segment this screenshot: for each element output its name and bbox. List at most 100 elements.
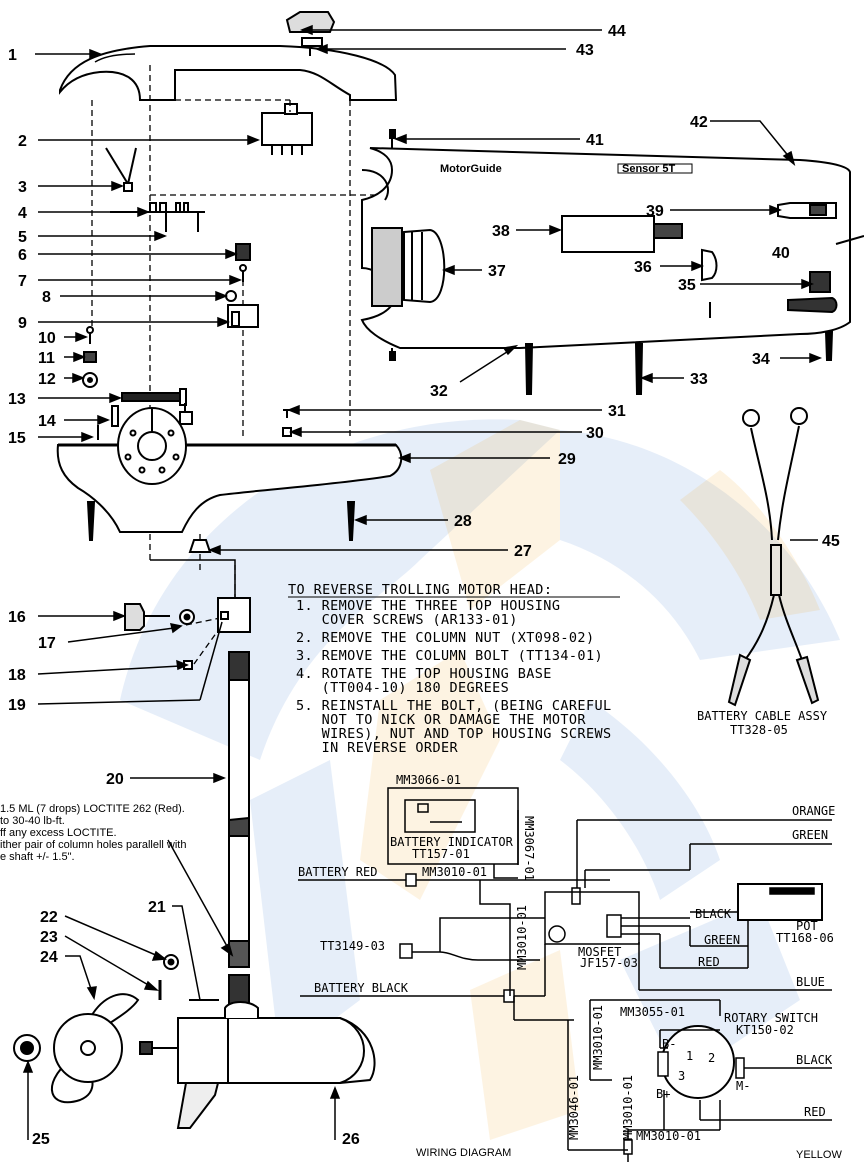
callout-40: 40 (772, 245, 790, 262)
instruction-line: IN REVERSE ORDER (296, 740, 458, 756)
callout-38: 38 (492, 223, 510, 240)
note-line: ff any excess LOCTITE. (0, 827, 117, 839)
callout-25: 25 (32, 1131, 50, 1148)
housing-label-plate: MotorGuide Sensor 5T (440, 163, 693, 175)
column-nut (188, 539, 212, 553)
callout-8: 8 (42, 289, 51, 306)
callout-28: 28 (454, 513, 472, 530)
speed-knob (285, 11, 336, 56)
wiring-diagram (298, 787, 832, 1162)
terminal-m-minus: M- (736, 1079, 750, 1093)
instruction-line: 1. REMOVE THE THREE TOP HOUSING (296, 598, 560, 614)
callout-14: 14 (38, 413, 56, 430)
wire-red-switch-label: RED (804, 1105, 826, 1119)
callout-31: 31 (608, 403, 626, 420)
mosfet-part: JF157-03 (580, 956, 638, 970)
power-connector (787, 235, 864, 314)
instruction-line: (TT004-10) 180 DEGREES (296, 680, 509, 696)
battery-indicator-label: BATTERY INDICATOR (390, 835, 514, 849)
mm3010-label: MM3010-01 (636, 1129, 701, 1143)
mm3046-label: MM3046-01 (567, 1075, 581, 1140)
terminal-3: 3 (678, 1069, 685, 1083)
reverse-instructions: TO REVERSE TROLLING MOTOR HEAD: 1. REMOV… (288, 582, 620, 756)
callout-29: 29 (558, 451, 576, 468)
instruction-line: WIRES), NUT AND TOP HOUSING SCREWS (296, 726, 612, 742)
pot-label: POT (796, 919, 818, 933)
callout-3: 3 (18, 179, 27, 196)
callout-17: 17 (38, 635, 56, 652)
rotary-switch-part: KT150-02 (736, 1023, 794, 1037)
trim-clip (701, 248, 718, 282)
callout-45: 45 (822, 533, 840, 550)
speed-switch (261, 103, 313, 155)
callout-41: 41 (586, 132, 604, 149)
callout-11: 11 (38, 350, 55, 367)
terminal-1: 1 (686, 1049, 693, 1063)
mosfet-label: MOSFET (578, 945, 621, 959)
callout-2: 2 (18, 133, 27, 150)
callout-39: 39 (646, 203, 664, 220)
instruction-line: NOT TO NICK OR DAMAGE THE MOTOR (296, 712, 586, 728)
mm3066-label: MM3066-01 (396, 773, 461, 787)
callout-30: 30 (586, 425, 604, 442)
callout-44: 44 (608, 23, 626, 40)
mm3067-label: MM3067-01 (522, 816, 536, 881)
wire-tie (105, 147, 137, 192)
tt3149-label: TT3149-03 (320, 939, 385, 953)
callout-27: 27 (514, 543, 532, 560)
instructions-title: TO REVERSE TROLLING MOTOR HEAD: (288, 582, 552, 598)
wire-blue-label: BLUE (796, 975, 825, 989)
battery-cable-part: TT328-05 (730, 723, 788, 737)
mosfet-module (561, 215, 683, 253)
callout-18: 18 (8, 667, 26, 684)
loctite-note: 1.5 ML (7 drops) LOCTITE 262 (Red). to 3… (0, 803, 186, 863)
callout-4: 4 (18, 205, 27, 222)
wire-green-label: GREEN (792, 828, 828, 842)
instruction-line: 3. REMOVE THE COLUMN BOLT (TT134-01) (296, 648, 603, 664)
battery-indicator-part: TT157-01 (412, 847, 470, 861)
brand-label: MotorGuide (440, 163, 502, 175)
wiring-labels: MM3066-01 MM3067-01 BATTERY INDICATOR TT… (298, 773, 842, 1161)
model-label: Sensor 5T (622, 163, 675, 175)
note-line: 1.5 ML (7 drops) LOCTITE 262 (Red). (0, 803, 185, 815)
housing-screws (524, 302, 834, 395)
note-line: ither pair of column holes parallell wit… (0, 839, 186, 851)
wire-black-pot-label: BLACK (695, 907, 732, 921)
callout-10: 10 (38, 330, 56, 347)
callout-leaders (22, 24, 823, 1140)
mm3010-label: MM3010-01 (422, 865, 487, 879)
small-hardware (225, 243, 259, 328)
wire-yellow-label: YELLOW (796, 1149, 842, 1161)
callout-20: 20 (106, 771, 124, 788)
callout-32: 32 (430, 383, 448, 400)
housing-bolt (777, 202, 837, 219)
terminal-2: 2 (708, 1051, 715, 1065)
lower-motor-unit (142, 1001, 376, 1129)
instruction-line: 2. REMOVE THE COLUMN NUT (XT098-02) (296, 630, 594, 646)
column-bolt (97, 388, 193, 440)
callout-33: 33 (690, 371, 708, 388)
callout-23: 23 (40, 929, 58, 946)
callout-numbers: 1 2 3 4 5 6 7 8 9 10 11 12 13 14 15 16 1… (8, 23, 840, 1148)
callout-36: 36 (634, 259, 652, 276)
battery-cable-label: BATTERY CABLE ASSY TT328-05 (697, 709, 828, 737)
top-housing-cover (59, 45, 398, 101)
base-housing (56, 407, 403, 533)
callout-34: 34 (752, 351, 770, 368)
prop-hardware (13, 954, 219, 1062)
callout-35: 35 (678, 277, 696, 294)
callout-12: 12 (38, 371, 56, 388)
battery-cable-assembly (727, 407, 820, 707)
instruction-line: 5. REINSTALL THE BOLT, (BEING CAREFUL (296, 698, 612, 714)
callout-37: 37 (488, 263, 506, 280)
terminal-b-minus: B- (662, 1037, 676, 1051)
propeller (50, 993, 153, 1104)
callout-21: 21 (148, 899, 166, 916)
wire-red-pot-label: RED (698, 955, 720, 969)
callout-13: 13 (8, 391, 26, 408)
callout-19: 19 (8, 697, 26, 714)
composite-shaft (228, 651, 250, 1016)
base-screws (86, 501, 356, 541)
